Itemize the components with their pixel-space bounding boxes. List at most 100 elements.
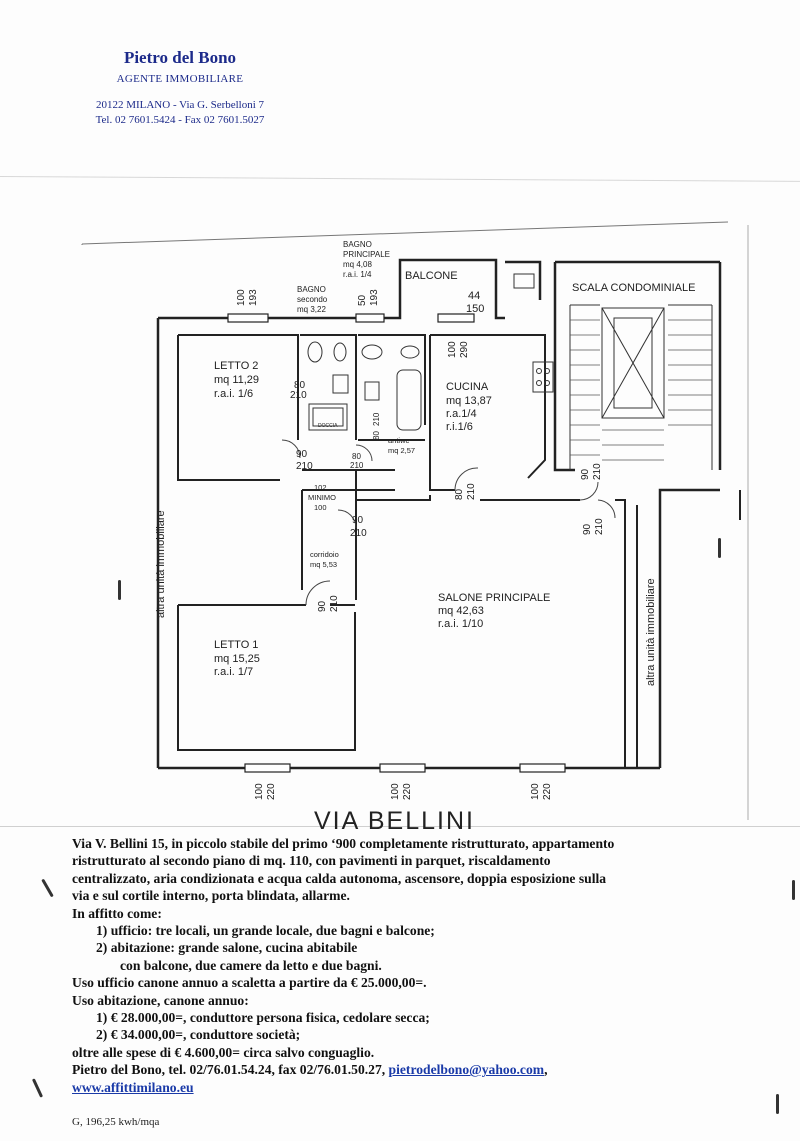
label-bagno-principale-1: BAGNO	[343, 240, 372, 249]
energy-class: G, 196,25 kwh/mqa	[72, 1116, 160, 1128]
home-rent-1: 1) € 28.000,00=, conduttore persona fisi…	[96, 1010, 430, 1026]
dim-100: 100	[530, 783, 541, 800]
bidet-icon	[333, 342, 347, 362]
label-altra-unita-left: altra unità immobiliare	[155, 510, 167, 618]
label-cucina-1: CUCINA	[446, 381, 489, 393]
stair-steps	[570, 319, 712, 461]
dim-210: 210	[290, 390, 307, 401]
staple-mark	[31, 1078, 44, 1098]
label-cucina-3: r.a.1/4	[446, 408, 477, 420]
dim-100: 100	[236, 289, 247, 306]
label-bagno-secondo-3: mq 3,22	[297, 305, 326, 314]
option-office: 1) ufficio: tre locali, un grande locale…	[96, 923, 435, 939]
label-antiwc-2: mq 2,57	[388, 446, 415, 455]
rent-as-heading: In affitto come:	[72, 905, 162, 921]
label-altra-unita-right: altra unità immobiliare	[645, 578, 657, 686]
staple-mark	[792, 880, 795, 900]
dim-80: 80	[294, 380, 306, 391]
dim-210: 210	[350, 461, 364, 470]
window	[355, 313, 385, 323]
dim-210: 210	[466, 483, 477, 500]
office-rent: Uso ufficio canone annuo a scaletta a pa…	[72, 975, 427, 991]
label-salone-3: r.a.i. 1/10	[438, 618, 483, 630]
dim-80: 80	[372, 431, 381, 440]
label-balcone-dim1: 44	[468, 290, 480, 302]
window	[227, 313, 269, 323]
label-corridoio-1: corridoio	[310, 550, 339, 559]
street-name: VIA BELLINI	[314, 807, 475, 830]
dim-210: 210	[350, 528, 367, 539]
dim-100: 100	[447, 341, 458, 358]
shower-tray	[308, 403, 348, 431]
dim-193: 193	[369, 289, 380, 306]
agency-header: Pietro del Bono AGENTE IMMOBILIARE 20122…	[70, 48, 290, 126]
email-link[interactable]: pietrodelbono@yahoo.com	[388, 1062, 545, 1078]
label-bagno-principale-2: PRINCIPALE	[343, 250, 390, 259]
dim-220: 220	[402, 783, 413, 800]
desc-line: centralizzato, aria condizionata e acqua…	[72, 870, 607, 886]
bidet-icon	[400, 345, 420, 359]
dim-210: 210	[329, 595, 340, 612]
dim-90: 90	[296, 449, 308, 460]
expenses: oltre alle spese di € 4.600,00= circa sa…	[72, 1044, 375, 1060]
home-rent-heading: Uso abitazione, canone annuo:	[72, 992, 249, 1008]
bathtub-icon	[396, 369, 422, 431]
label-bagno-secondo-2: secondo	[297, 295, 328, 304]
scan-edge	[0, 826, 800, 827]
dim-290: 290	[459, 341, 470, 358]
label-bagno-principale-4: r.a.i. 1/4	[343, 270, 372, 279]
listing-description: Via V. Bellini 15, in piccolo stabile de…	[72, 835, 792, 1096]
dim-90: 90	[352, 515, 364, 526]
sink-icon	[364, 381, 380, 401]
dim-193: 193	[248, 289, 259, 306]
toilet-icon	[307, 341, 323, 363]
website-link[interactable]: www.affittimilano.eu	[72, 1079, 194, 1095]
label-cucina-4: r.i.1/6	[446, 421, 473, 433]
dim-100: 100	[390, 783, 401, 800]
label-salone-2: mq 42,63	[438, 605, 484, 617]
label-antiwc-1: antiwc	[388, 436, 410, 445]
label-letto1-1: LETTO 1	[214, 639, 258, 651]
label-cucina-2: mq 13,87	[446, 395, 492, 407]
agent-address: 20122 MILANO - Via G. Serbelloni 7	[95, 99, 265, 111]
dim-90: 90	[317, 600, 328, 612]
label-minimo-2: MINIMO	[308, 493, 336, 502]
staircase	[569, 304, 713, 470]
label-letto2-2: mq 11,29	[214, 374, 259, 386]
label-scala: SCALA CONDOMINIALE	[572, 282, 695, 294]
label-bagno-principale-3: mq 4,08	[343, 260, 372, 269]
desc-line: via e sul cortile interno, porta blindat…	[72, 888, 350, 904]
dim-210: 210	[372, 412, 381, 426]
floor-plan: BAGNO PRINCIPALE mq 4,08 r.a.i. 1/4 BAGN…	[81, 221, 749, 830]
desc-line: Via V. Bellini 15, in piccolo stabile de…	[72, 836, 615, 851]
window	[379, 763, 426, 773]
label-bagno-secondo-1: BAGNO	[297, 285, 326, 294]
window	[437, 313, 475, 323]
dim-50: 50	[357, 294, 368, 306]
contact-text: Pietro del Bono, tel. 02/76.01.54.24, fa…	[72, 1062, 389, 1078]
label-letto1-2: mq 15,25	[214, 653, 260, 665]
agent-name: Pietro del Bono	[123, 48, 237, 67]
dim-90: 90	[582, 523, 593, 535]
option-home-cont: con balcone, due camere da letto e due b…	[120, 957, 382, 973]
dim-90: 90	[580, 468, 591, 480]
label-minimo-1: 102	[314, 483, 327, 492]
label-letto2-3: r.a.i. 1/6	[214, 388, 253, 400]
desc-line: ristrutturato al secondo piano di mq. 11…	[72, 853, 551, 869]
staple-mark	[776, 1094, 779, 1114]
dim-100: 100	[254, 783, 265, 800]
contact-line: Pietro del Bono, tel. 02/76.01.54.24, fa…	[72, 1061, 792, 1078]
dim-80: 80	[454, 488, 465, 500]
toilet-icon	[361, 344, 383, 360]
dim-220: 220	[542, 783, 553, 800]
staple-mark	[718, 538, 721, 558]
staple-mark	[118, 580, 121, 600]
window	[519, 763, 566, 773]
label-letto2-1: LETTO 2	[214, 360, 258, 372]
label-doccia: DOCCIA	[318, 423, 338, 429]
stove-icon	[532, 361, 554, 393]
dim-210: 210	[594, 518, 605, 535]
option-home: 2) abitazione: grande salone, cucina abi…	[96, 940, 358, 956]
label-letto1-3: r.a.i. 1/7	[214, 666, 253, 678]
